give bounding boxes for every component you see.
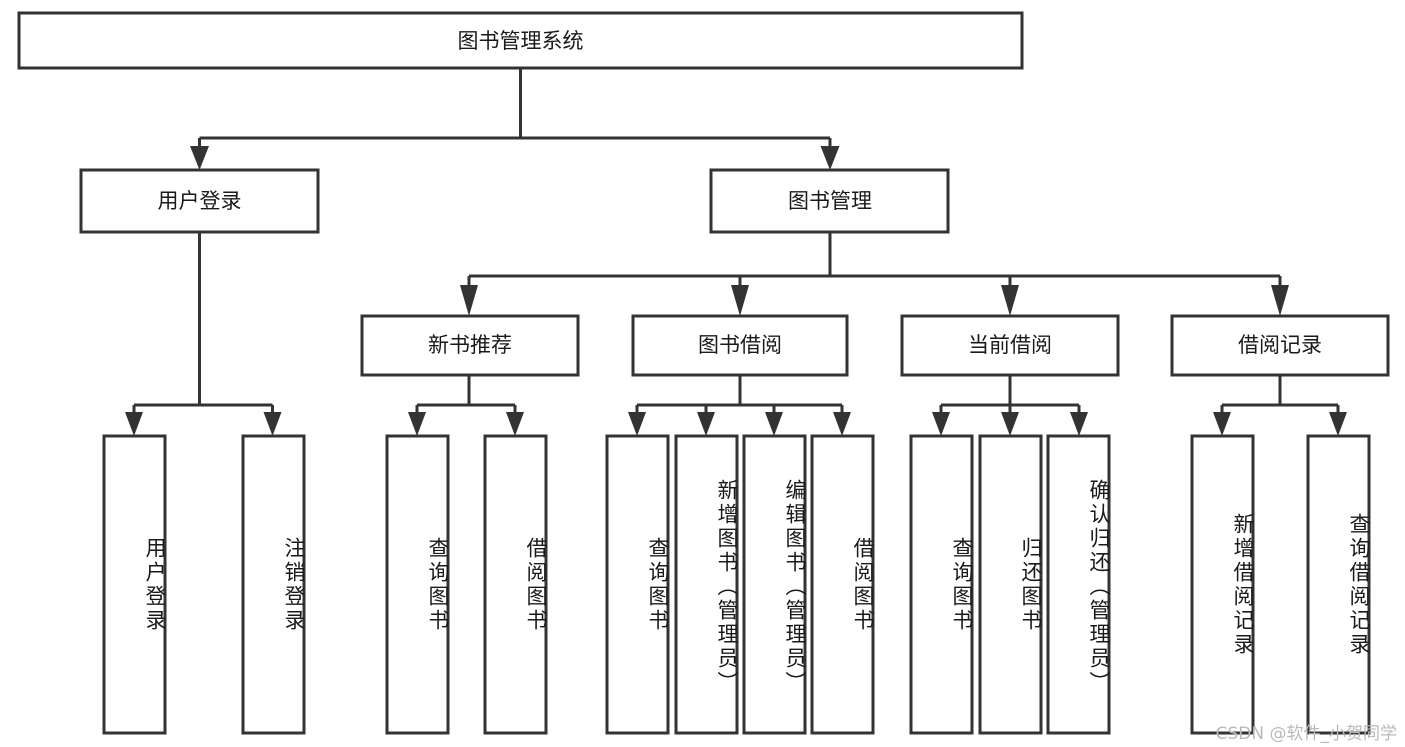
arrow-head-br-add (1213, 412, 1231, 436)
node-book-borrow[interactable] (631, 314, 849, 377)
label-book-management: 图书管理 (788, 189, 872, 213)
arrow-head-logout-leaf (263, 412, 282, 436)
leaf-user-login[interactable] (102, 434, 167, 735)
arrow-head-newbook (460, 285, 478, 316)
arrow-head-cb-query (932, 412, 950, 436)
connector-group-borrowrecord (1213, 375, 1347, 436)
arrow-head-cb-confirm (1070, 412, 1088, 436)
label-current-borrow: 当前借阅 (968, 333, 1052, 357)
leaf-cb-confirm-return-admin[interactable] (1046, 434, 1111, 735)
leaf-bb-borrow-book[interactable] (810, 434, 875, 735)
node-borrow-record[interactable] (1170, 314, 1390, 377)
label-user-login: 用户登录 (158, 189, 242, 213)
node-user-login[interactable] (79, 168, 320, 234)
leaf-newbook-query-book[interactable] (385, 434, 450, 735)
leaf-newbook-borrow-book[interactable] (483, 434, 548, 735)
leaf-br-add-record[interactable] (1190, 434, 1255, 735)
leaf-bb-query-book[interactable] (605, 434, 670, 735)
arrow-head-userlogin (190, 146, 209, 170)
arrow-head-bb-edit (765, 412, 783, 436)
arrow-head-br-query (1329, 412, 1347, 436)
connector-group-bookborrow (628, 375, 851, 436)
connector-group-currentborrow (932, 375, 1088, 436)
node-current-borrow[interactable] (900, 314, 1120, 377)
label-new-book-recommend: 新书推荐 (428, 333, 512, 357)
node-book-management[interactable] (709, 168, 950, 234)
leaf-bb-edit-book-admin[interactable] (742, 434, 807, 735)
arrow-head-cb-return (1001, 412, 1019, 436)
leaf-logout[interactable] (241, 434, 306, 735)
leaf-cb-query-book[interactable] (909, 434, 974, 735)
connector-group-userlogin (125, 232, 282, 436)
arrow-head-bookborrow (731, 285, 749, 316)
arrow-head-bb-add (697, 412, 715, 436)
leaf-br-query-record[interactable] (1306, 434, 1371, 735)
leaf-cb-return-book[interactable] (978, 434, 1043, 735)
csdn-watermark: CSDN @软件_小贺同学 (1215, 724, 1397, 744)
arrow-head-bookmgmt (820, 146, 840, 170)
leaf-bb-add-book-admin[interactable] (674, 434, 739, 735)
label-borrow-record: 借阅记录 (1238, 333, 1322, 357)
arrow-head-currentborrow (1001, 285, 1019, 316)
label-root-book-management-system: 图书管理系统 (458, 29, 584, 53)
arrow-head-newbook-query (408, 412, 426, 436)
arrow-head-bb-borrow (833, 412, 851, 436)
arrow-head-bb-query (628, 412, 646, 436)
label-book-borrow: 图书借阅 (698, 333, 782, 357)
connector-group-bookmgmt (460, 232, 1289, 316)
arrow-head-newbook-borrow (506, 412, 524, 436)
node-new-book-recommend[interactable] (360, 314, 580, 377)
connector-group-newbook (408, 375, 524, 436)
node-root-book-management-system[interactable] (17, 11, 1024, 70)
arrow-head-borrowrecord (1271, 285, 1289, 316)
arrow-head-user-login-leaf (125, 412, 143, 436)
connector-group-root (190, 68, 840, 170)
